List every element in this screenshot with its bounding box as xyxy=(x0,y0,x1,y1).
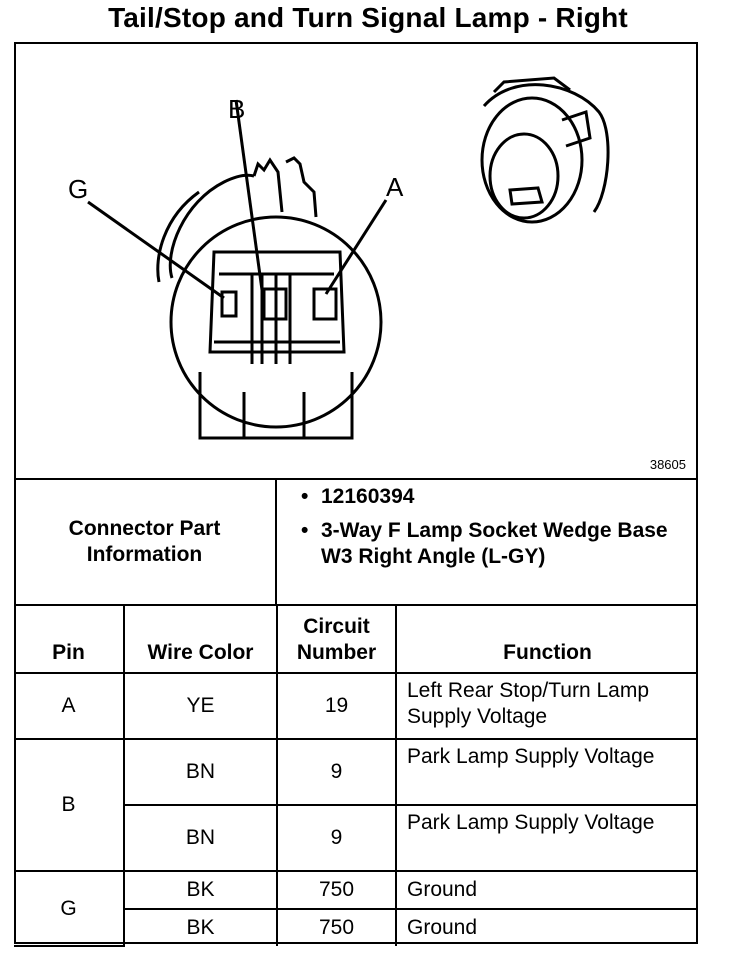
connector-description: 3-Way F Lamp Socket Wedge Base W3 Right … xyxy=(301,518,688,570)
function-cell: Left Rear Stop/Turn Lamp Supply Voltage xyxy=(395,672,698,740)
header-wire-color: Wire Color xyxy=(123,606,278,674)
table-row: BN 9 Park Lamp Supply Voltage xyxy=(14,804,698,872)
circuit-cell: 9 xyxy=(276,804,397,872)
function-cell: Ground xyxy=(395,908,698,946)
header-function: Function xyxy=(395,606,698,674)
wire-color-cell: BK xyxy=(124,908,278,946)
connector-info-row: Connector Part Information 12160394 3-Wa… xyxy=(14,480,698,606)
wire-color-cell: BK xyxy=(123,870,278,910)
connector-diagram: B G A 38605 xyxy=(14,42,698,480)
function-cell: Ground xyxy=(395,870,698,910)
table-row: A YE 19 Left Rear Stop/Turn Lamp Supply … xyxy=(14,672,698,740)
circuit-cell: 750 xyxy=(276,870,397,910)
pin-cell: B xyxy=(14,738,125,872)
table-row: G BK 750 Ground xyxy=(14,870,698,947)
connector-part-number: 12160394 xyxy=(301,484,688,510)
pin-cell: G xyxy=(14,870,125,947)
table-row: B BN 9 Park Lamp Supply Voltage xyxy=(14,738,698,872)
pin-cell: A xyxy=(14,672,125,740)
header-circuit-number: Circuit Number xyxy=(276,606,397,674)
connector-info-details: 12160394 3-Way F Lamp Socket Wedge Base … xyxy=(277,480,698,604)
function-cell: Park Lamp Supply Voltage xyxy=(395,738,698,806)
pin-label-a: A xyxy=(386,172,404,202)
circuit-cell: 9 xyxy=(276,738,397,806)
header-pin: Pin xyxy=(14,606,125,674)
connector-info-label: Connector Part Information xyxy=(14,480,277,604)
wire-color-cell: BN xyxy=(124,804,278,872)
figure-number: 38605 xyxy=(649,457,686,472)
pin-table: Pin Wire Color Circuit Number Function A… xyxy=(14,606,698,947)
circuit-cell: 19 xyxy=(276,672,397,740)
pin-label-g: G xyxy=(68,174,89,204)
page-title: Tail/Stop and Turn Signal Lamp - Right xyxy=(108,2,628,33)
pin-label-b: B xyxy=(228,94,246,124)
wire-color-cell: BN xyxy=(123,738,278,806)
circuit-cell: 750 xyxy=(276,908,397,946)
table-row: BK 750 Ground xyxy=(14,908,698,946)
socket-sketch xyxy=(480,76,610,224)
connector-illustration xyxy=(87,76,610,440)
function-cell: Park Lamp Supply Voltage xyxy=(395,804,698,872)
wire-color-cell: YE xyxy=(123,672,278,740)
